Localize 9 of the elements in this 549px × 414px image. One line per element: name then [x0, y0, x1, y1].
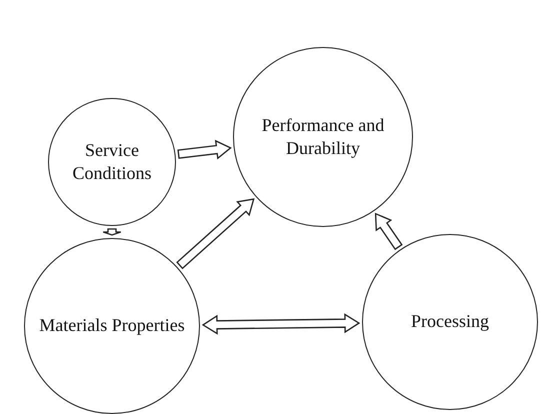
node-label: Performance and Durability: [260, 114, 386, 160]
node-label: Service Conditions: [71, 138, 152, 185]
hollow-arrow: [374, 212, 403, 250]
node-label: Processing: [410, 310, 490, 334]
hollow-arrow: [102, 228, 122, 236]
hollow-arrow: [177, 140, 232, 160]
hollow-arrow: [202, 313, 360, 335]
node-label: Materials Properties: [38, 314, 186, 338]
hollow-arrow: [176, 198, 255, 270]
